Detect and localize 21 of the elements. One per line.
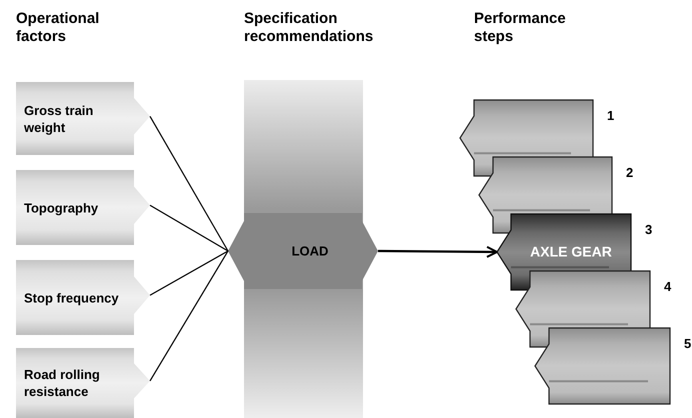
step-label: AXLE GEAR xyxy=(529,244,613,260)
factor-label: Topography xyxy=(24,199,100,216)
factor-box xyxy=(16,260,150,335)
factor-box xyxy=(16,170,150,245)
factor-label: Road rolling resistance xyxy=(24,366,101,400)
factor-label: Stop frequency xyxy=(24,289,120,306)
step-number: 4 xyxy=(664,279,672,294)
step-number: 1 xyxy=(607,108,614,123)
factor-label: Gross train weight xyxy=(24,102,94,136)
step-number: 2 xyxy=(626,165,634,180)
load-hexagon xyxy=(228,213,378,289)
step-box xyxy=(535,328,670,404)
connector-arrow xyxy=(378,246,498,258)
step-label: LOAD xyxy=(290,242,330,260)
factor-box xyxy=(16,82,150,155)
step-number: 5 xyxy=(684,336,692,351)
column-heading: Specification recommendations xyxy=(244,10,374,46)
column-heading: Operational factors xyxy=(16,10,100,46)
step-number: 3 xyxy=(645,222,652,237)
factor-box xyxy=(16,348,150,418)
column-heading: Performance steps xyxy=(474,10,567,46)
